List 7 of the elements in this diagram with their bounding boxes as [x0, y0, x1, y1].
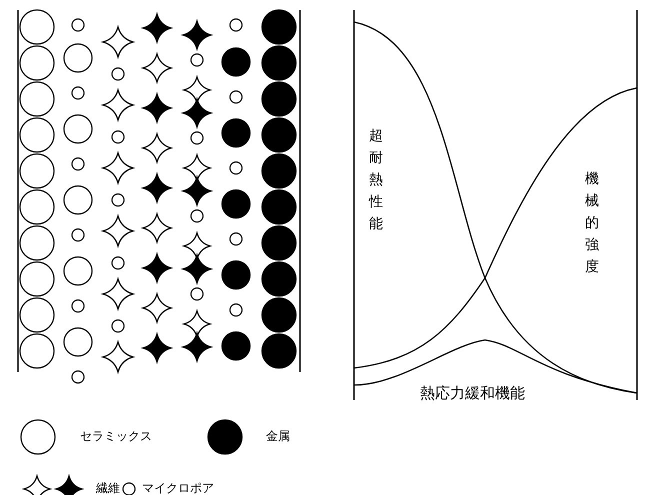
legend-text: セラミックス — [80, 430, 152, 442]
axis-label: 熱応力緩和機能 — [420, 386, 525, 401]
axis-label: 機械的強度 — [584, 170, 600, 277]
legend-text: 金属 — [266, 430, 290, 442]
legend-text: 繊維 — [96, 482, 120, 494]
axis-label: 超耐熱性能 — [368, 127, 384, 234]
legend-text: マイクロポア — [142, 482, 214, 494]
